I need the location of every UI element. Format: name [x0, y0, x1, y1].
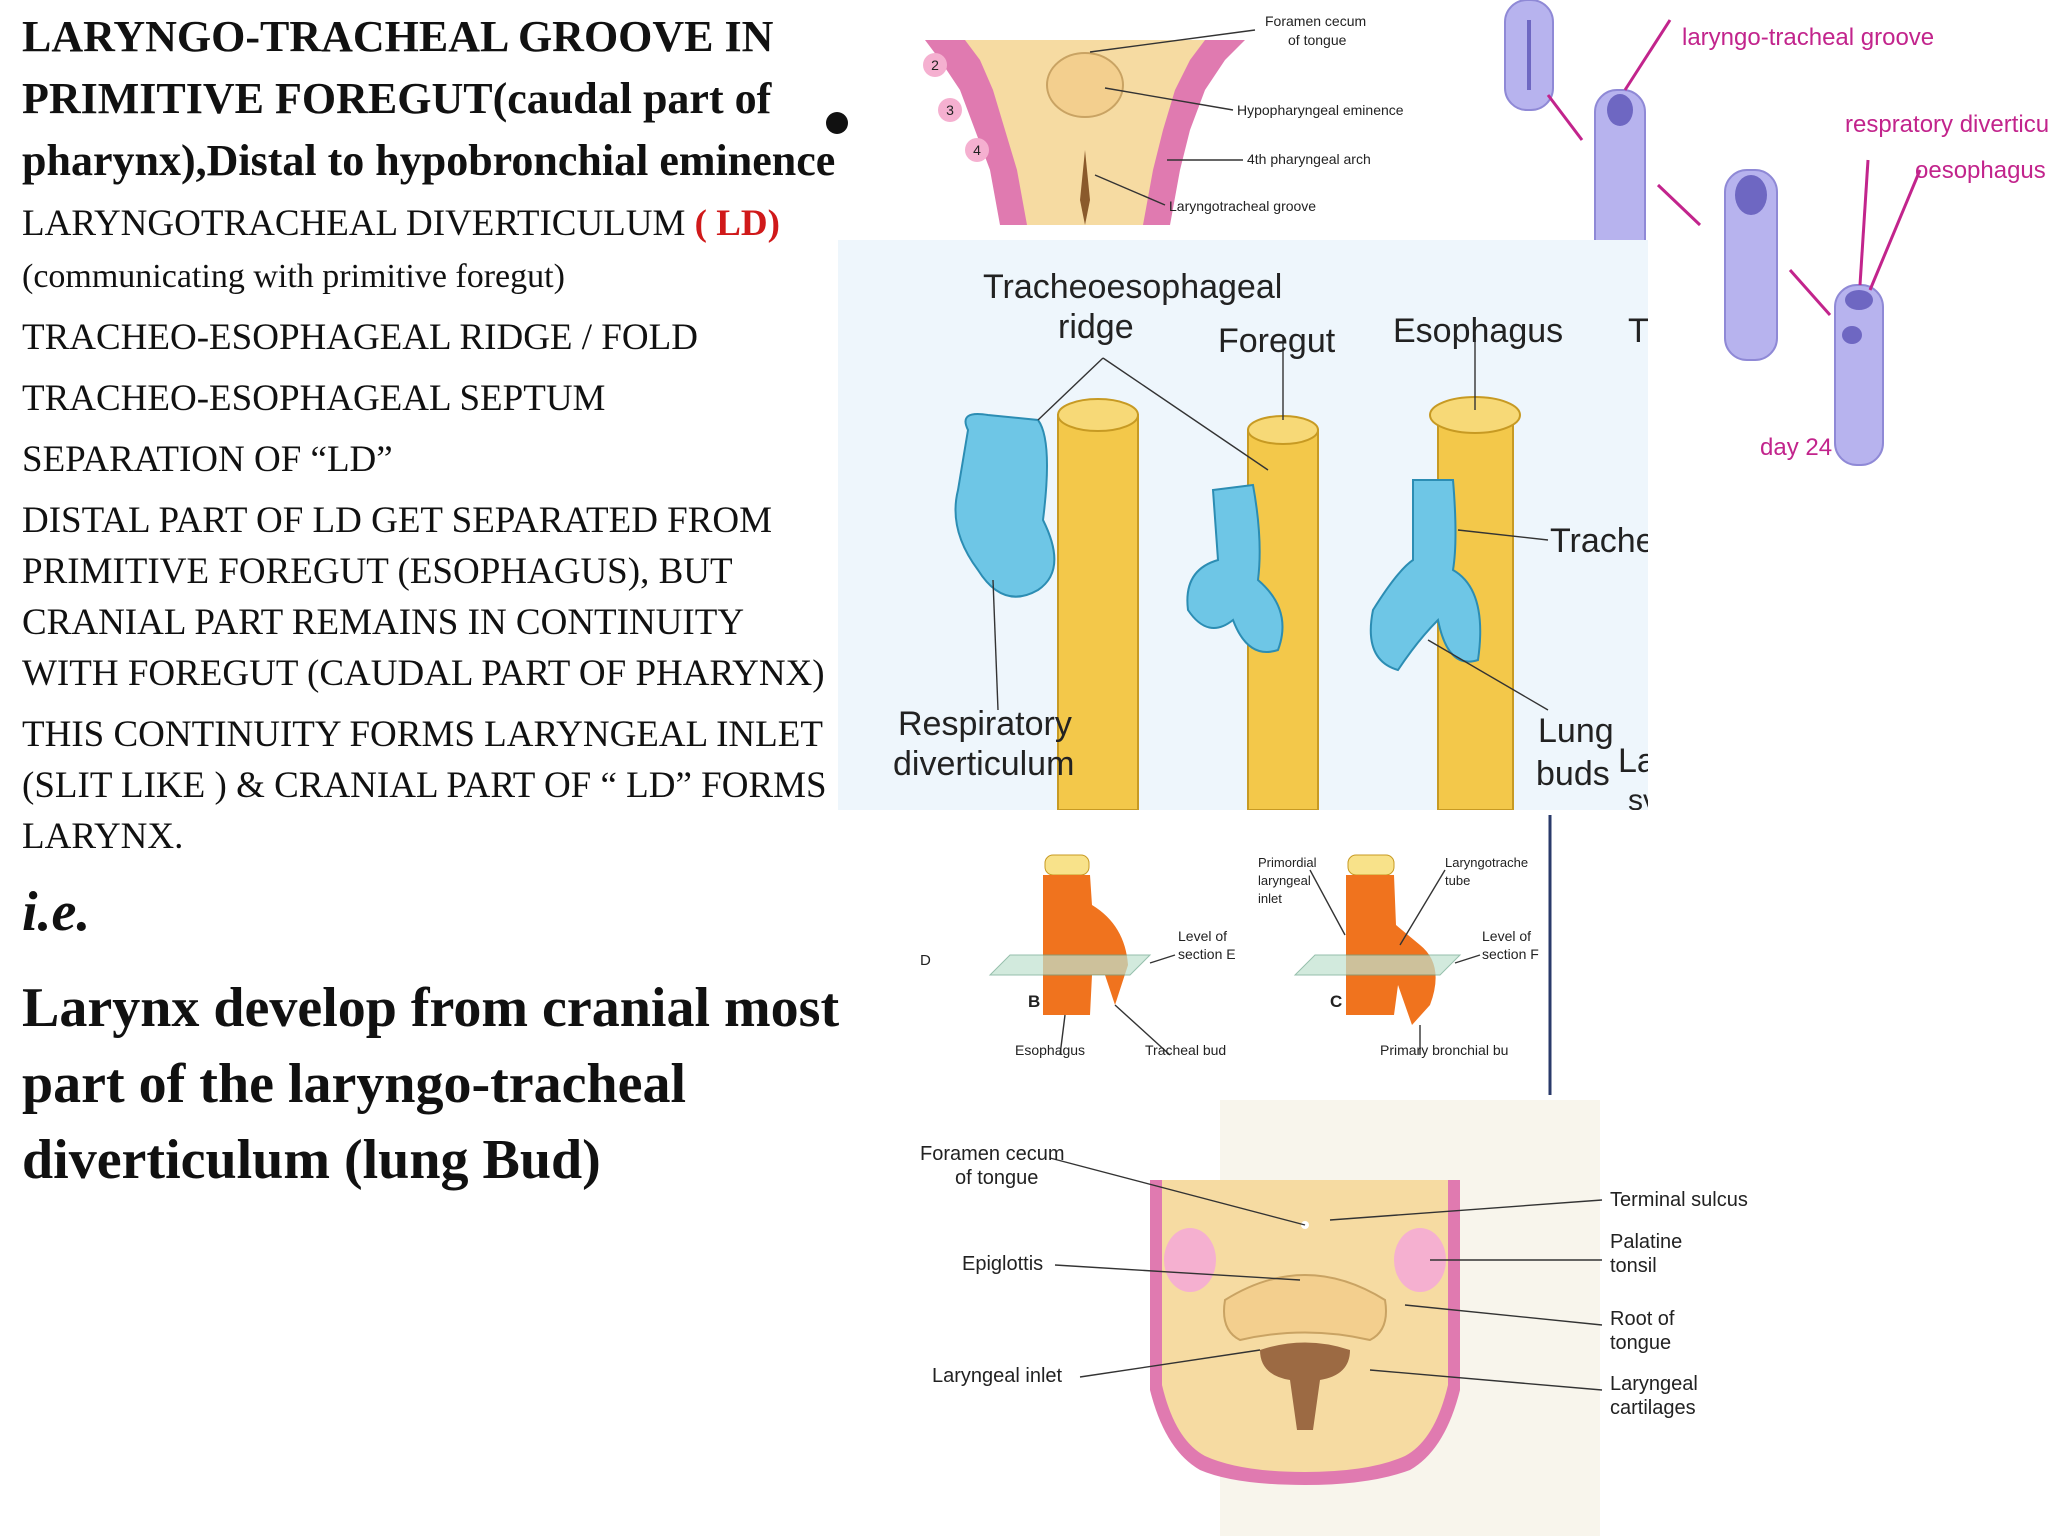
ridge-label-line1: Tracheoesophageal [983, 268, 1282, 306]
sv-label: sv [1628, 784, 1648, 810]
stage-b-label: B [1028, 992, 1040, 1011]
hypopharyngeal-label: Hypopharyngeal eminence [1237, 102, 1404, 118]
slide-heading: LARYNGO-TRACHEAL GROOVE IN PRIMITIVE FOR… [22, 12, 836, 185]
t-label: T [1628, 312, 1648, 350]
bullet-icon [826, 112, 848, 134]
tracheal-bud-label: Tracheal bud [1145, 1042, 1226, 1058]
orange-stages-diagram: D B C Level of section E Level of sectio… [920, 815, 1552, 1095]
tongue-diagram: Foramen cecum of tongue Epiglottis Laryn… [920, 1100, 1748, 1536]
tube-oesophagus-label: oesophagus [1915, 157, 2046, 184]
tongue-foramen-line1: Foramen cecum [920, 1143, 1065, 1165]
laryngotracheal-tube-line2: tube [1445, 873, 1470, 888]
primordial-line3: inlet [1258, 891, 1282, 906]
foramen-cecum-label: Foramen cecum [1265, 13, 1366, 29]
level-f-line1: Level of [1482, 928, 1531, 944]
primordial-line1: Primordial [1258, 855, 1317, 870]
root-line2: tongue [1610, 1332, 1671, 1354]
la-label: La [1618, 742, 1648, 780]
pharynx-floor-diagram: 2 3 4 Foramen cecum of tongue Hypopharyn… [923, 13, 1404, 225]
item-septum: TRACHEO-ESOPHAGEAL SEPTUM [22, 378, 606, 419]
ie-label: i.e. [22, 881, 91, 943]
stage-d-label: D [920, 952, 931, 969]
item-separation: SEPARATION OF “LD” [22, 439, 393, 480]
respiratory-label-line1: Respiratory [898, 705, 1072, 743]
item-ridge: TRACHEO-ESOPHAGEAL RIDGE / FOLD [22, 317, 698, 358]
lung-label-line2: buds [1536, 755, 1610, 793]
cartilages-line2: cartilages [1610, 1397, 1696, 1419]
item-continuity: THIS CONTINUITY FORMS LARYNGEAL INLET (S… [22, 714, 827, 857]
palatine-line1: Palatine [1610, 1231, 1682, 1253]
esophagus-label: Esophagus [1393, 312, 1563, 350]
ridge-label-line2: ridge [1058, 308, 1134, 346]
arch-number-3: 3 [946, 102, 954, 118]
epiglottis-label: Epiglottis [962, 1253, 1043, 1275]
laryngotracheal-tube-line1: Laryngotrache [1445, 855, 1528, 870]
ld-main-text: LARYNGOTRACHEAL DIVERTICULUM [22, 203, 695, 244]
lung-label-line1: Lung [1538, 712, 1614, 750]
level-e-line1: Level of [1178, 928, 1227, 944]
terminal-sulcus-label: Terminal sulcus [1610, 1189, 1748, 1211]
foregut-stages-diagram: Tracheoesophageal ridge Foregut Esophagu… [838, 240, 1648, 810]
arch-number-2: 2 [931, 57, 939, 73]
tube-respiratory-label: respratory diverticulum [1845, 111, 2048, 138]
level-e-line2: section E [1178, 946, 1236, 962]
tongue-foramen-line2: of tongue [955, 1167, 1038, 1189]
item-distal-part: DISTAL PART OF LD GET SEPARATED FROM PRI… [22, 500, 825, 694]
item-laryngotracheal-diverticulum: LARYNGOTRACHEAL DIVERTICULUM ( LD) (comm… [22, 198, 842, 302]
cartilages-line1: Laryngeal [1610, 1373, 1698, 1395]
day-24-label: day 24 [1760, 434, 1832, 461]
ld-abbreviation: ( LD) [694, 203, 780, 244]
arch-number-4: 4 [973, 142, 981, 158]
respiratory-label-line2: diverticulum [893, 745, 1074, 783]
laryngotracheal-groove-label: Laryngotracheal groove [1169, 198, 1316, 214]
ld-note: (communicating with primitive foregut) [22, 258, 565, 295]
laryngeal-inlet-label: Laryngeal inlet [932, 1365, 1063, 1387]
trachea-label: Trache [1550, 522, 1648, 560]
orange-esophagus-label: Esophagus [1015, 1042, 1085, 1058]
level-f-line2: section F [1482, 946, 1539, 962]
pharyngeal-arch-label: 4th pharyngeal arch [1247, 151, 1371, 167]
primordial-line2: laryngeal [1258, 873, 1311, 888]
foregut-label: Foregut [1218, 322, 1336, 360]
of-tongue-label: of tongue [1288, 32, 1347, 48]
conclusion-text: Larynx develop from cranial most part of… [22, 977, 840, 1191]
tube-groove-label: laryngo-tracheal groove [1682, 24, 1934, 51]
root-line1: Root of [1610, 1308, 1675, 1330]
slide-text: LARYNGO-TRACHEAL GROOVE IN PRIMITIVE FOR… [22, 6, 842, 1198]
primary-bronchial-label: Primary bronchial bu [1380, 1042, 1508, 1058]
palatine-line2: tonsil [1610, 1255, 1657, 1277]
stage-c-label: C [1330, 992, 1342, 1011]
